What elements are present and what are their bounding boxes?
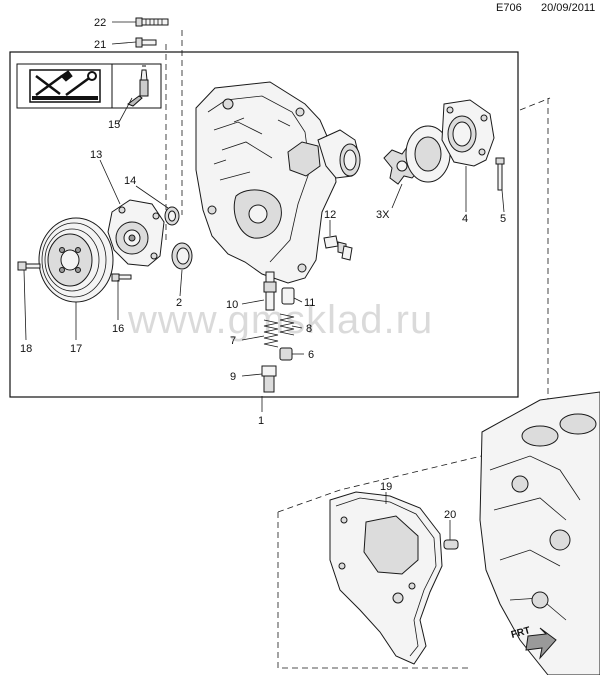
gasket-19 (329, 491, 443, 665)
callout-6: 6 (308, 349, 314, 361)
callout-18: 18 (20, 343, 32, 355)
front-direction-arrow (525, 627, 557, 660)
valve-11 (281, 287, 295, 305)
dowel-pin-20 (443, 539, 459, 550)
frt-label: FRT (510, 625, 532, 641)
bolt-22 (135, 17, 169, 27)
callout-14: 14 (124, 175, 136, 187)
callout-19: 19 (380, 481, 392, 493)
oil-pump-rotor-outer (405, 125, 451, 183)
leader-lines (23, 21, 505, 540)
callout-5: 5 (500, 213, 506, 225)
callout-22: 22 (94, 17, 106, 29)
bolt-18 (17, 261, 41, 271)
crankshaft-pulley (38, 217, 114, 303)
callout-9: 9 (230, 371, 236, 383)
callout-3x: 3X (376, 209, 390, 221)
sealant-tube-icon (126, 65, 149, 107)
info-box (16, 63, 162, 109)
sensor-12 (323, 235, 353, 261)
plug-9 (261, 365, 277, 393)
diagram-date: 20/09/2011 (541, 2, 596, 14)
gasket-frame (277, 439, 549, 669)
spring-7 (263, 319, 279, 348)
screw-5 (495, 157, 505, 191)
oil-seal-2 (171, 242, 193, 270)
seal-ring-14 (164, 206, 180, 226)
callout-8: 8 (306, 323, 312, 335)
cap-6 (279, 347, 293, 361)
bolt-21 (135, 37, 157, 48)
diagram-code: E706 (496, 2, 522, 14)
callout-15: 15 (108, 119, 120, 131)
callout-17: 17 (70, 343, 82, 355)
engine-block (479, 391, 600, 675)
bolt-16 (111, 273, 132, 282)
spring-8 (279, 313, 295, 336)
callout-7: 7 (230, 335, 236, 347)
plug-10 (263, 271, 277, 311)
oil-pump-cover (441, 99, 495, 167)
callout-2: 2 (176, 297, 182, 309)
leader-cover (519, 97, 551, 111)
callout-16: 16 (112, 323, 124, 335)
assembly-frame (9, 51, 519, 398)
water-pump (107, 199, 165, 267)
callout-11: 11 (304, 297, 315, 309)
wrench-manual-icon (29, 69, 101, 103)
front-cover-housing (195, 81, 361, 284)
callout-12: 12 (324, 209, 336, 221)
callout-21: 21 (94, 39, 106, 51)
watermark: www.gmsklad.ru (128, 298, 434, 342)
callout-4: 4 (462, 213, 468, 225)
callout-1: 1 (258, 415, 264, 427)
callout-13: 13 (90, 149, 102, 161)
callout-10: 10 (226, 299, 238, 311)
callout-20: 20 (444, 509, 456, 521)
